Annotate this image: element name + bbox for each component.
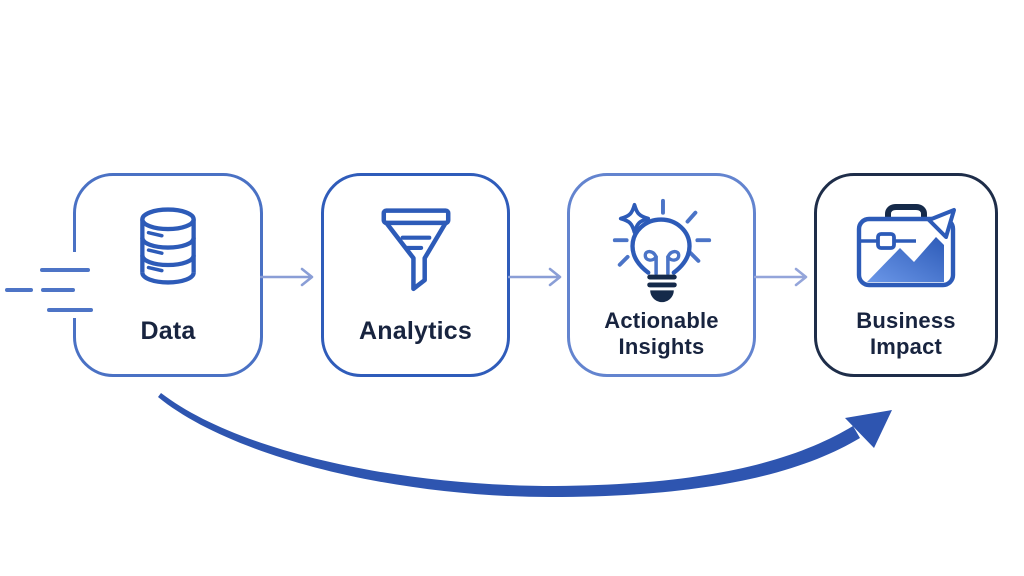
step-box-business-impact: Business Impact <box>814 173 998 377</box>
arrow-right-icon <box>754 267 808 287</box>
database-icon <box>76 206 260 286</box>
speed-line <box>41 288 75 292</box>
border-gap <box>68 252 79 318</box>
step-box-actionable-insights: Actionable Insights <box>567 173 756 377</box>
step-box-analytics: Analytics <box>321 173 510 377</box>
label-line-1: Business <box>856 308 956 333</box>
speed-line <box>40 268 90 272</box>
step-label-analytics: Analytics <box>359 317 472 345</box>
speed-line <box>5 288 33 292</box>
lightbulb-icon <box>570 196 753 308</box>
step-label-data: Data <box>140 317 196 345</box>
label-line-2: Impact <box>869 334 943 359</box>
label-line-1: Actionable <box>604 308 719 333</box>
step-box-data: Data <box>73 173 263 377</box>
speed-line <box>47 308 93 312</box>
funnel-icon <box>324 206 507 296</box>
step-label-actionable-insights: Actionable Insights <box>570 308 753 360</box>
arrow-right-icon <box>260 267 314 287</box>
briefcase-growth-icon <box>817 202 995 292</box>
step-label-business-impact: Business Impact <box>817 308 995 360</box>
label-line-2: Insights <box>618 334 705 359</box>
arrow-right-icon <box>508 267 562 287</box>
